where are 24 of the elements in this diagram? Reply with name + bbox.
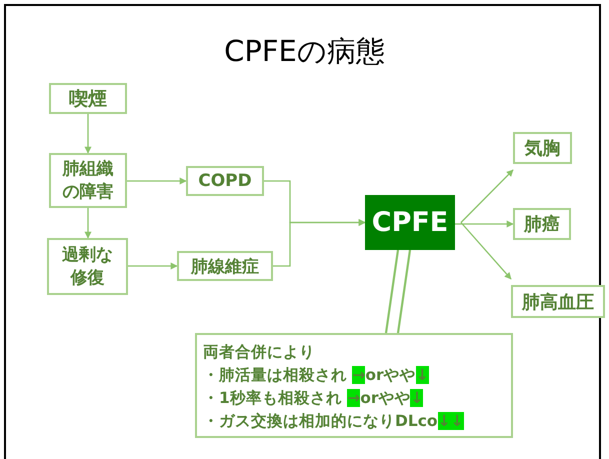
- process-box: 肺癌: [513, 208, 571, 240]
- title: CPFEの病態: [223, 33, 386, 70]
- arrow: [84, 114, 92, 154]
- arrow: [455, 220, 514, 228]
- note-heading: 両者合併により: [203, 342, 316, 363]
- note-bullet: ・ガス交換は相加的になりDLco↓↓: [203, 411, 465, 432]
- arrow: [127, 178, 187, 184]
- arrow: [84, 208, 92, 239]
- process-box: 気胸: [513, 132, 572, 164]
- note-bullet: ・肺活量は相殺され →orやや↓: [203, 365, 430, 386]
- arrow: [128, 262, 178, 270]
- process-box: 肺線維症: [177, 251, 273, 281]
- process-box: 喫煙: [49, 83, 127, 114]
- process-box: 肺組織の障害: [49, 153, 127, 208]
- connector-line: [384, 248, 412, 334]
- arrow: [460, 170, 514, 223]
- note-box: [195, 333, 513, 438]
- note-bullet: ・1秒率も相殺され →orやや↓: [203, 388, 424, 409]
- process-box: 過剰な修復: [47, 238, 128, 295]
- arrow: [460, 222, 512, 280]
- arrow: [273, 219, 366, 267]
- disease-box: CPFE: [365, 195, 455, 250]
- process-box: COPD: [186, 166, 264, 196]
- process-box: 肺高血圧: [511, 285, 605, 318]
